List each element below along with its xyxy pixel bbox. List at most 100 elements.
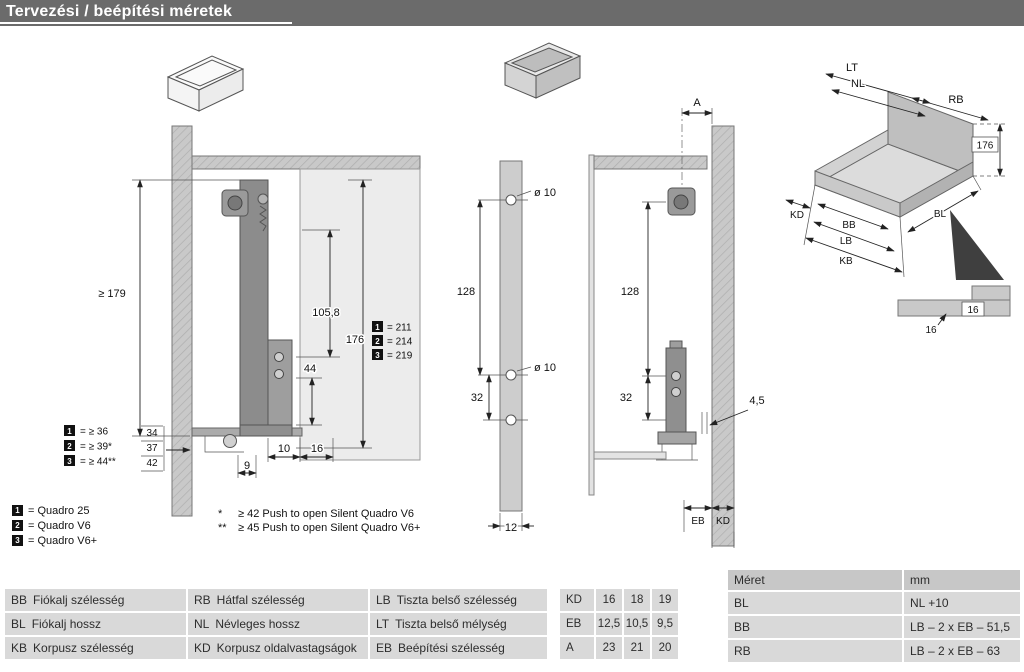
term-abbr: LB — [376, 593, 391, 607]
footnote: * ≥ 42 Push to open Silent Quadro V6 — [218, 507, 420, 521]
footnote-text: ≥ 45 Push to open Silent Quadro V6+ — [238, 522, 421, 534]
term-abbr: RB — [194, 593, 211, 607]
legend-label: = Quadro V6+ — [28, 534, 98, 547]
value-cell: 19 — [652, 589, 678, 611]
dim-34-label: 34 — [146, 428, 158, 439]
drill-hole — [505, 194, 517, 206]
runner-profile — [239, 179, 269, 426]
dim-NL-label: NL — [851, 78, 865, 90]
value-cell: 9,5 — [652, 613, 678, 635]
marker-number: 2 — [12, 520, 23, 531]
marker-number: 3 — [67, 457, 72, 466]
marker-number: 1 — [12, 505, 23, 516]
isometric-overview: LT NL RB 176 KD BB BL LB KB — [785, 61, 1006, 278]
term-label: Fiókalj hossz — [31, 617, 102, 631]
dim-16-label: 16 — [311, 443, 323, 455]
drill-hole — [505, 414, 517, 426]
marker-number: 2 — [67, 442, 72, 451]
dim-176-label: 176 — [346, 334, 364, 346]
term-label: Tiszta belső szélesség — [396, 593, 517, 607]
variant-markers-left: 1 = ≥ 36 2 = ≥ 39* 3 = ≥ 44** — [64, 425, 116, 468]
formula-value: LB – 2 x EB – 63 — [904, 640, 1020, 662]
formula-key: BL — [728, 592, 902, 614]
dim-128-label: 128 — [621, 286, 639, 298]
dim-RB-label: RB — [948, 94, 963, 106]
drill-hole — [505, 369, 517, 381]
legend-item: 3 = Quadro V6+ — [12, 533, 97, 548]
drawer-bottom-panel — [593, 451, 667, 460]
dim-42-label: 42 — [146, 458, 158, 469]
value-cell: 16 — [596, 589, 622, 611]
legend-item: 2 = Quadro V6 — [12, 518, 97, 533]
term-abbr: LT — [376, 617, 390, 631]
footnote: ** ≥ 45 Push to open Silent Quadro V6+ — [218, 521, 420, 535]
footnote-text: ≥ 42 Push to open Silent Quadro V6 — [238, 508, 415, 520]
page-header: Tervezési / beépítési méretek — [0, 0, 1024, 26]
dim-10-label: 10 — [278, 443, 290, 455]
marker-value: = ≥ 39* — [80, 442, 112, 453]
term-abbr: EB — [376, 641, 393, 655]
marker-number: 1 — [375, 323, 380, 332]
dim-LB-label: LB — [840, 236, 853, 247]
formulas-table: Méret mm BL NL +10 BB LB – 2 x EB – 51,5… — [728, 570, 1020, 662]
value-row-label: A — [560, 637, 594, 659]
cabinet-side-panel — [711, 125, 735, 547]
dim-KD-label: KD — [790, 210, 804, 221]
definition-cell: RB Hátfal szélesség — [188, 589, 368, 611]
term-label: Fiókalj szélesség — [33, 593, 125, 607]
value-row-label: KD — [560, 589, 594, 611]
screw-icon — [257, 193, 269, 232]
variant-legend: 1 = Quadro 25 2 = Quadro V6 3 = Quadro V… — [12, 503, 97, 548]
dim-128-label: 128 — [457, 286, 475, 298]
variant-markers-right: 1 = 211 2 = 214 3 = 219 — [372, 321, 413, 362]
legend-label: = Quadro V6 — [28, 519, 91, 532]
dim-EB-label: EB — [691, 516, 705, 527]
drilling-panel-view: ø 10 ø 10 128 32 12 — [457, 160, 556, 536]
dim-12-label: 12 — [505, 522, 517, 534]
definition-cell: BL Fiókalj hossz — [5, 613, 186, 635]
marker-number: 3 — [375, 351, 380, 360]
hole-diameter-label: ø 10 — [534, 362, 556, 374]
dim-LT-label: LT — [846, 62, 858, 74]
value-cell: 20 — [652, 637, 678, 659]
detail-dim-16-label: 16 — [967, 305, 979, 316]
detail-back-panel — [971, 285, 1011, 301]
drawer-icon — [166, 55, 245, 112]
dim-min-height-label: ≥ 179 — [98, 288, 125, 300]
footnote-symbol: ** — [218, 522, 227, 534]
term-label: Korpusz oldalvastagságok — [216, 641, 357, 655]
term-abbr: BL — [11, 617, 26, 631]
term-label: Beépítési szélesség — [398, 641, 505, 655]
detail-bottom-panel — [897, 299, 1011, 317]
formula-key: BB — [728, 616, 902, 638]
dim-45-label: 4,5 — [749, 395, 764, 407]
value-cell: 18 — [624, 589, 650, 611]
dim-KD-label: KD — [716, 516, 730, 527]
formula-value: NL +10 — [904, 592, 1020, 614]
footnote-symbol: * — [218, 508, 223, 520]
drawer-cavity — [299, 168, 421, 461]
page-title: Tervezési / beépítési méretek — [0, 0, 292, 24]
term-label: Hátfal szélesség — [216, 593, 305, 607]
value-cell: 21 — [624, 637, 650, 659]
values-table: KD 16 18 19 EB 12,5 10,5 9,5 A 23 21 20 — [560, 589, 678, 659]
cabinet-top-panel — [191, 155, 421, 170]
marker-value: = ≥ 36 — [80, 427, 108, 438]
term-abbr: KB — [11, 641, 28, 655]
definition-cell: EB Beépítési szélesség — [370, 637, 547, 659]
dim-BB-label: BB — [842, 220, 856, 231]
value-cell: 23 — [596, 637, 622, 659]
dim-32-label: 32 — [620, 392, 632, 404]
footnotes: * ≥ 42 Push to open Silent Quadro V6 ** … — [218, 507, 420, 535]
value-cell: 12,5 — [596, 613, 622, 635]
corner-detail-view: 16 16 — [897, 210, 1011, 336]
dim-9-label: 9 — [244, 460, 250, 472]
marker-value: = 211 — [387, 323, 412, 334]
dim-KB-label: KB — [839, 256, 853, 267]
formula-value: LB – 2 x EB – 51,5 — [904, 616, 1020, 638]
